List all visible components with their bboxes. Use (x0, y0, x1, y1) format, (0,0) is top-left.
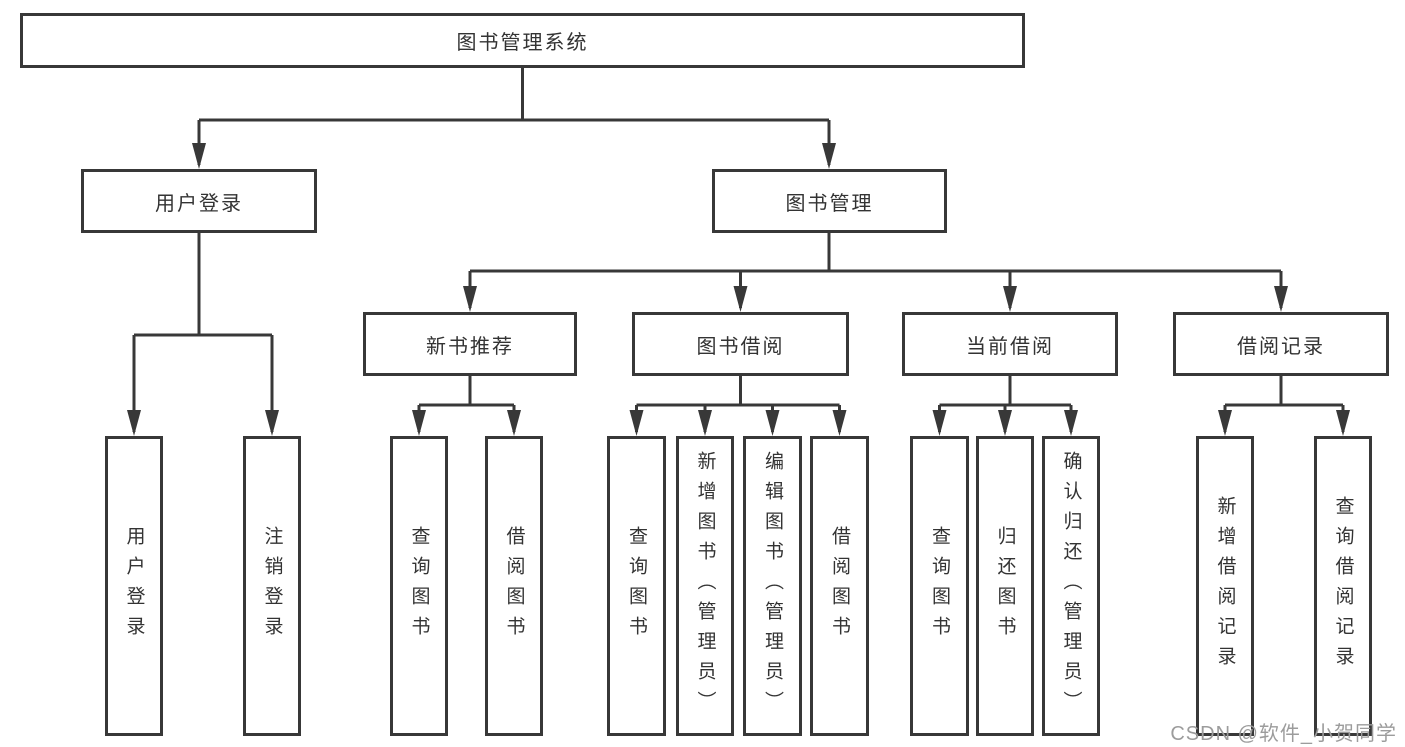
arrow-down-icon (1336, 410, 1350, 436)
node-borrowing-records: 借阅记录 (1173, 312, 1389, 376)
arrow-down-icon (822, 143, 836, 169)
arrow-down-icon (998, 410, 1012, 436)
arrow-down-icon (1274, 286, 1288, 312)
leaf-label: 用户登录 (123, 526, 145, 646)
leaf-label: 查询借阅记录 (1332, 496, 1354, 676)
arrow-down-icon (733, 286, 748, 312)
leaf-query-books-recommend: 查询图书 (390, 436, 448, 736)
arrow-down-icon (507, 410, 521, 436)
leaf-label: 查询图书 (929, 526, 950, 646)
arrow-down-icon (698, 410, 712, 436)
arrow-down-icon (192, 143, 206, 169)
connector-path (132, 68, 1345, 432)
leaf-edit-books-admin: 编辑图书（管理员） (743, 436, 802, 736)
arrow-down-icon (265, 410, 279, 436)
arrow-down-icon (1003, 286, 1017, 312)
arrow-down-icon (629, 410, 644, 436)
leaf-query-books-current: 查询图书 (910, 436, 969, 736)
leaf-label: 新增图书（管理员） (694, 451, 716, 721)
csdn-watermark: CSDN @软件_小贺同学 (1170, 723, 1397, 745)
leaf-label: 归还图书 (994, 526, 1016, 646)
node-label: 图书借阅 (696, 335, 785, 358)
node-user-login: 用户登录 (81, 169, 317, 233)
leaf-query-borrow-record: 查询借阅记录 (1314, 436, 1372, 736)
leaf-borrow-books-recommend: 借阅图书 (485, 436, 543, 736)
node-label: 新书推荐 (426, 335, 514, 358)
node-current-borrowing: 当前借阅 (902, 312, 1118, 376)
leaf-add-borrow-record: 新增借阅记录 (1196, 436, 1254, 736)
leaf-logout: 注销登录 (243, 436, 301, 736)
arrow-down-icon (1064, 410, 1078, 436)
leaf-label: 查询图书 (626, 526, 647, 646)
arrow-down-icon (932, 410, 947, 436)
node-label: 图书管理 (785, 192, 874, 215)
arrow-down-icon (1218, 410, 1232, 436)
leaf-label: 新增借阅记录 (1214, 496, 1236, 676)
node-label: 当前借阅 (966, 335, 1054, 358)
leaf-user-login: 用户登录 (105, 436, 163, 736)
leaf-label: 编辑图书（管理员） (762, 451, 783, 721)
node-label: 借阅记录 (1237, 335, 1325, 358)
arrow-down-icon (832, 410, 847, 436)
node-library-management-system: 图书管理系统 (20, 13, 1025, 68)
leaf-borrow-books-borrowing: 借阅图书 (810, 436, 869, 736)
arrow-down-icon (412, 410, 426, 436)
leaf-label: 借阅图书 (829, 526, 850, 646)
leaf-confirm-return-admin: 确认归还（管理员） (1042, 436, 1100, 736)
node-book-borrowing: 图书借阅 (632, 312, 849, 376)
leaf-add-books-admin: 新增图书（管理员） (676, 436, 734, 736)
node-new-book-recommend: 新书推荐 (363, 312, 577, 376)
arrow-down-icon (463, 286, 477, 312)
leaf-return-books: 归还图书 (976, 436, 1034, 736)
leaf-label: 注销登录 (261, 526, 283, 646)
node-label: 图书管理系统 (456, 32, 589, 54)
arrow-down-icon (765, 410, 780, 436)
leaf-label: 确认归还（管理员） (1060, 451, 1082, 721)
node-book-management: 图书管理 (712, 169, 947, 233)
leaf-label: 查询图书 (408, 526, 430, 646)
node-label: 用户登录 (155, 192, 243, 215)
leaf-label: 借阅图书 (503, 526, 525, 646)
arrow-down-icon (127, 410, 141, 436)
leaf-query-books-borrowing: 查询图书 (607, 436, 666, 736)
